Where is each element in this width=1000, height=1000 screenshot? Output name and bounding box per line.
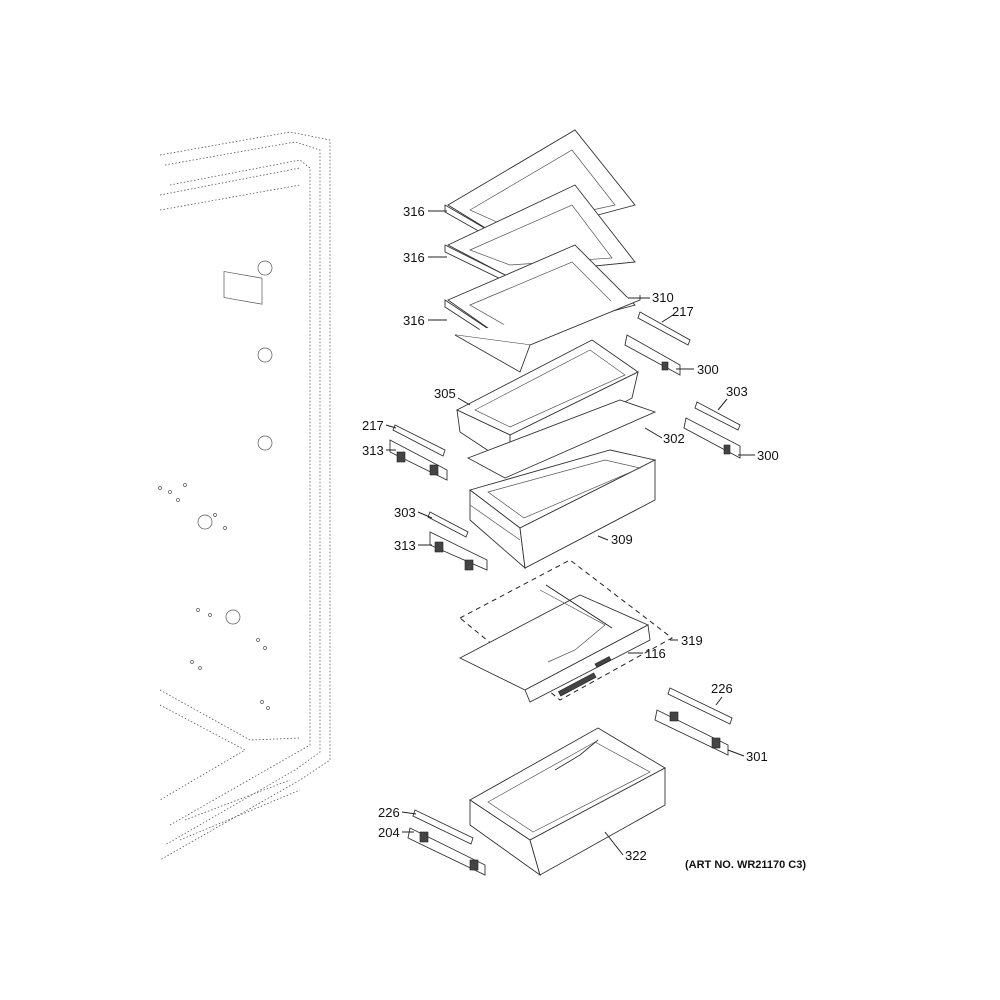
callout-309: 309 — [611, 532, 633, 547]
bottom-drawer-322 — [469, 727, 666, 877]
art-number: (ART NO. WR21170 C3) — [685, 859, 806, 871]
callout-226-left: 226 — [378, 805, 400, 820]
drawer-309 — [469, 449, 657, 570]
callout-217-right: 217 — [672, 304, 694, 319]
trim-217-right — [637, 311, 691, 346]
drawer-assembly-319 — [459, 559, 673, 703]
trim-303-right — [694, 401, 741, 431]
slide-rail-300-lower — [683, 417, 741, 459]
callout-305: 305 — [434, 386, 456, 401]
slide-rail-313-upper — [389, 439, 448, 481]
callout-313-upper: 313 — [362, 443, 384, 458]
callout-217-left: 217 — [362, 418, 384, 433]
callout-116: 116 — [645, 646, 666, 661]
refrigerator-cabinet — [158, 131, 331, 861]
leader-lines — [385, 210, 755, 856]
callout-319: 319 — [681, 633, 703, 648]
callout-301: 301 — [746, 749, 768, 764]
slide-rail-313-lower — [429, 531, 488, 571]
callout-300-lower: 300 — [757, 448, 779, 463]
pan-cover-302 — [466, 399, 657, 479]
callout-316-bottom: 316 — [403, 313, 425, 328]
callout-316-top: 316 — [403, 204, 425, 219]
trim-217-left — [392, 424, 446, 457]
slide-rail-301 — [654, 709, 729, 756]
callout-310: 310 — [652, 290, 674, 305]
callout-300-upper: 300 — [697, 362, 719, 377]
callout-303-right: 303 — [726, 384, 748, 399]
glass-shelf-bottom — [444, 244, 641, 373]
callout-313-lower: 313 — [394, 538, 416, 553]
callout-302: 302 — [663, 431, 685, 446]
trim-226-right — [667, 687, 733, 725]
trim-303-left — [427, 511, 469, 538]
callout-316-middle: 316 — [403, 250, 425, 265]
callout-204: 204 — [378, 825, 400, 840]
slide-rail-204 — [407, 827, 486, 876]
slide-rail-300-upper — [624, 334, 681, 376]
callout-303-left: 303 — [394, 505, 416, 520]
callout-226-right: 226 — [711, 681, 733, 696]
callout-322: 322 — [625, 848, 647, 863]
